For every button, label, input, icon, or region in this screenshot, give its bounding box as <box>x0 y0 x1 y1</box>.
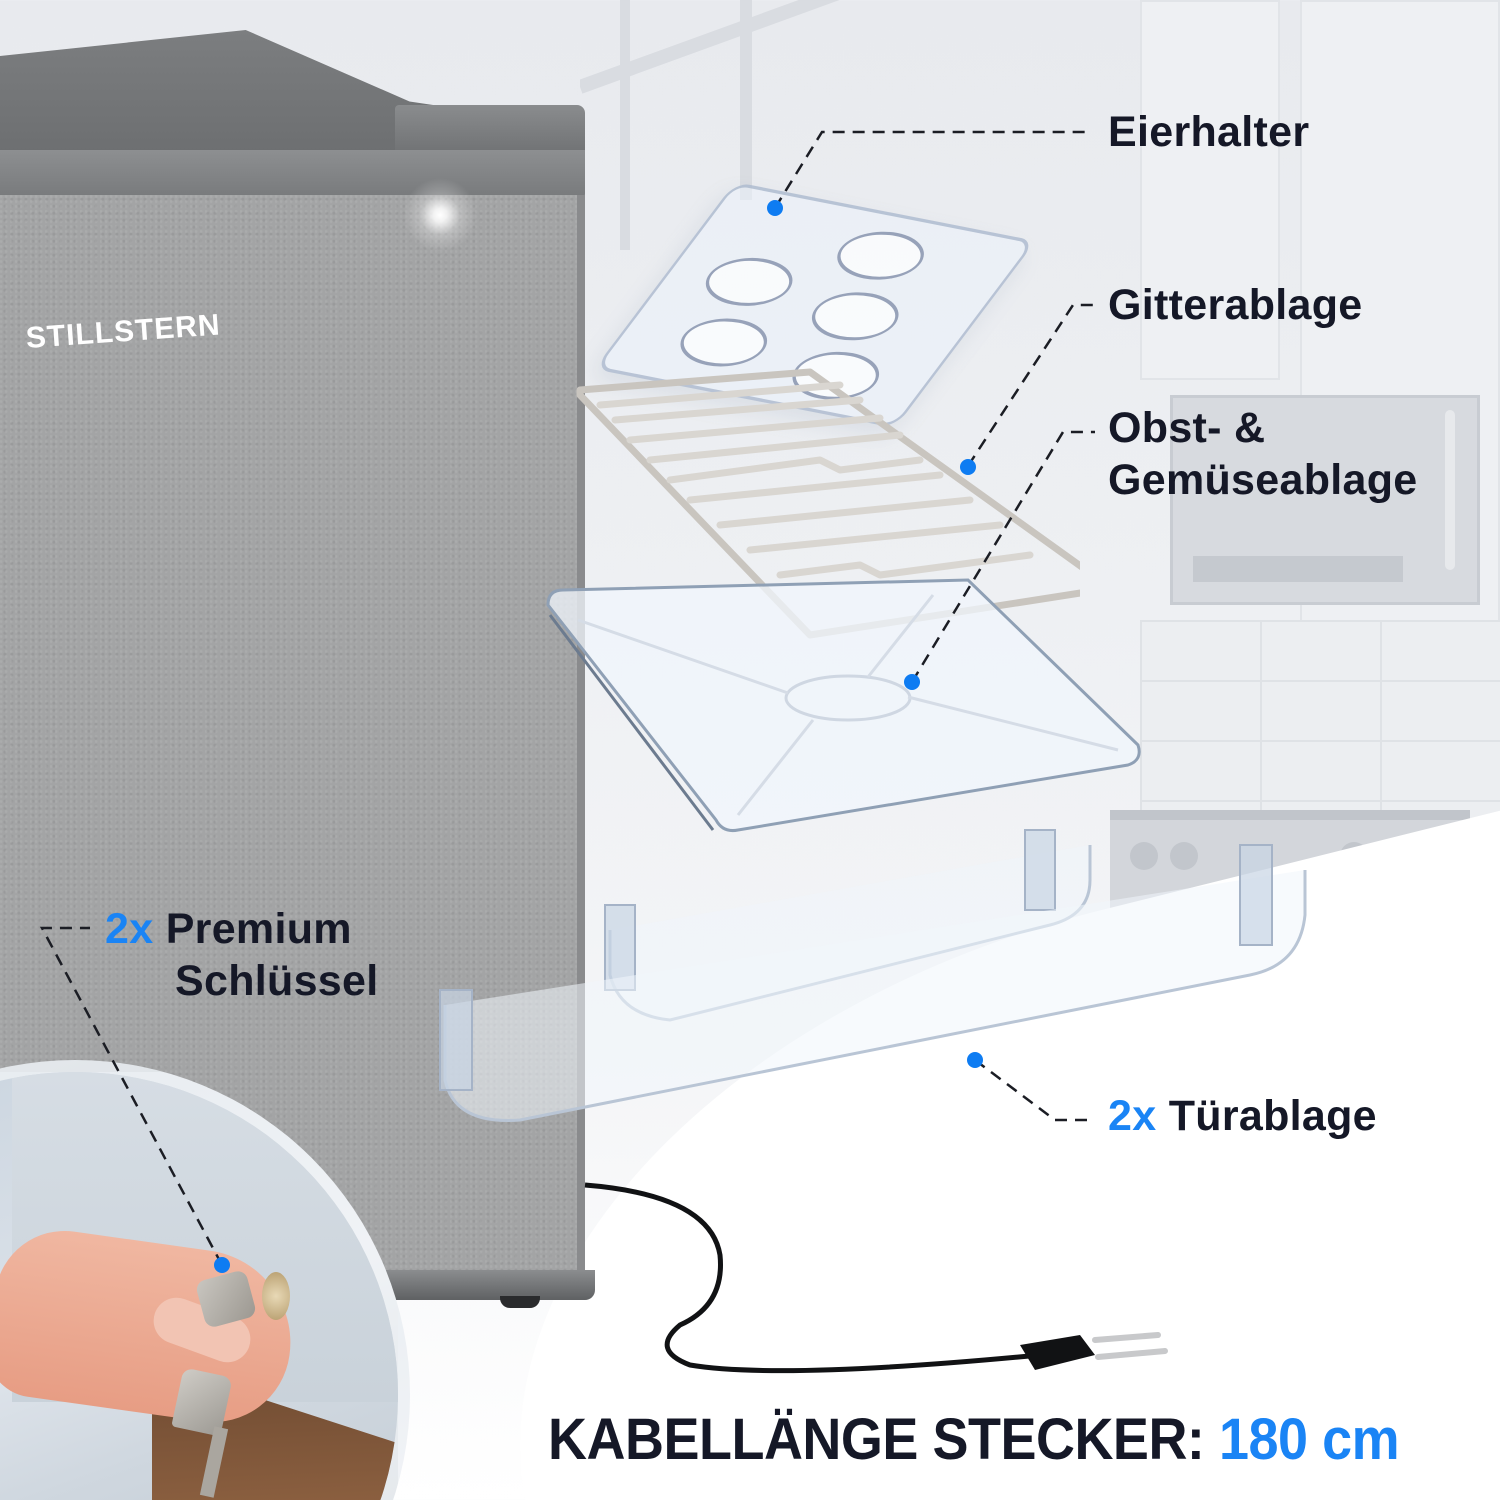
callout-label-door-shelves: 2x Türablage <box>1108 1090 1377 1142</box>
callout-dot-keys <box>214 1257 230 1273</box>
fridge-lid-edge <box>0 150 585 200</box>
lock-cylinder <box>262 1272 290 1320</box>
stove-knob <box>1170 842 1198 870</box>
door-shelves-image <box>439 829 1307 1122</box>
callout-dot-door-shelves <box>967 1052 983 1068</box>
microwave-panel <box>1193 556 1403 582</box>
egg-hole <box>798 285 913 347</box>
fridge-hinge <box>395 105 585 150</box>
power-cable-image <box>584 1182 1168 1374</box>
callout-label-egg-holder: Eierhalter <box>1108 108 1310 156</box>
label-text: Türablage <box>1168 1092 1377 1140</box>
fridge-foot <box>500 1296 540 1308</box>
label-line-1: Obst- & <box>1108 404 1266 452</box>
cable-length-value: 180 cm <box>1218 1407 1400 1472</box>
label-line-2: Gemüseablage <box>1108 456 1418 504</box>
cable-length-caption: KABELLÄNGE STECKER: 180 cm <box>548 1407 1400 1472</box>
fruit-veg-tray-image <box>546 578 1141 832</box>
label-line-2: Schlüssel <box>175 957 379 1005</box>
sparkle-highlight <box>400 175 480 255</box>
microwave-handle <box>1445 410 1455 570</box>
key-inset-photo <box>0 1060 410 1500</box>
plug-icon <box>1020 1335 1095 1370</box>
callout-dot-wire-shelf <box>960 459 976 475</box>
count-prefix: 2x <box>1108 1092 1157 1140</box>
lamp-rod <box>620 0 630 250</box>
callout-label-fruit-veg-tray: Obst- & Gemüseablage <box>1108 402 1418 506</box>
egg-hole <box>823 225 938 287</box>
upper-cabinet-left <box>1140 0 1280 380</box>
callout-dot-fruit-veg-tray <box>904 674 920 690</box>
microwave <box>1170 395 1480 605</box>
lamp-chain <box>740 0 752 200</box>
count-prefix: 2x <box>105 905 154 953</box>
callout-label-wire-shelf: Gitterablage <box>1108 281 1363 329</box>
egg-hole <box>692 251 807 313</box>
label-line-1: Premium <box>165 905 352 953</box>
callout-dot-egg-holder <box>767 200 783 216</box>
callout-label-keys: 2x Premium Schlüssel <box>105 903 378 1007</box>
cable-length-label: KABELLÄNGE STECKER: <box>548 1407 1205 1472</box>
stove-knob <box>1130 842 1158 870</box>
